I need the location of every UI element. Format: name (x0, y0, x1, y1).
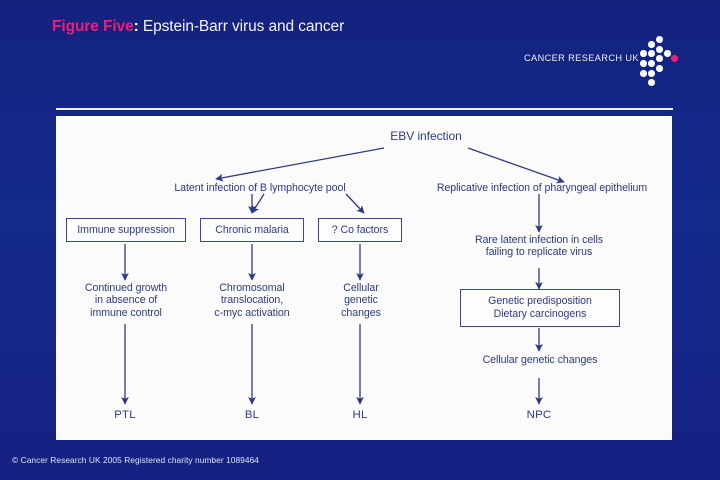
brand-logo-text: CANCER RESEARCH UK (524, 53, 639, 63)
node-rare-latent-infection: Rare latent infection in cells failing t… (474, 234, 604, 259)
node-cellular-genetic-changes-right: Cellular genetic changes (482, 354, 598, 366)
box-immune-suppression: Immune suppression (66, 218, 186, 242)
terminal-bl: BL (244, 409, 260, 421)
title-colon: : (133, 18, 139, 35)
figure-panel: EBV infection Latent infection of B lymp… (56, 116, 672, 440)
node-continued-growth: Continued growth in absence of immune co… (84, 282, 168, 319)
brand-logo: CANCER RESEARCH UK (524, 36, 686, 92)
page-title: Figure Five: Epstein-Barr virus and canc… (52, 18, 344, 36)
figure-label: Figure Five (52, 18, 134, 35)
terminal-hl: HL (352, 409, 368, 421)
diagram-arrow-layer (121, 147, 565, 405)
box-chronic-malaria: Chronic malaria (200, 218, 304, 242)
terminal-ptl: PTL (114, 409, 136, 421)
node-ebv-infection: EBV infection (390, 129, 462, 143)
header-divider (56, 108, 673, 110)
box-genetic-predisposition: Genetic predisposition Dietary carcinoge… (460, 289, 620, 327)
terminal-npc: NPC (526, 409, 552, 421)
node-latent-infection-branch: Latent infection of B lymphocyte pool (174, 182, 346, 194)
node-replicative-infection-branch: Replicative infection of pharyngeal epit… (436, 182, 648, 194)
node-chromosomal-translocation: Chromosomal translocation, c-myc activat… (214, 282, 290, 319)
node-cellular-genetic-changes-left: Cellular genetic changes (341, 282, 381, 319)
cancer-research-uk-dot-arrow-icon (638, 36, 686, 86)
title-subject: Epstein-Barr virus and cancer (138, 18, 345, 35)
box-co-factors: ? Co factors (318, 218, 402, 242)
copyright-footer: © Cancer Research UK 2005 Registered cha… (12, 455, 260, 465)
